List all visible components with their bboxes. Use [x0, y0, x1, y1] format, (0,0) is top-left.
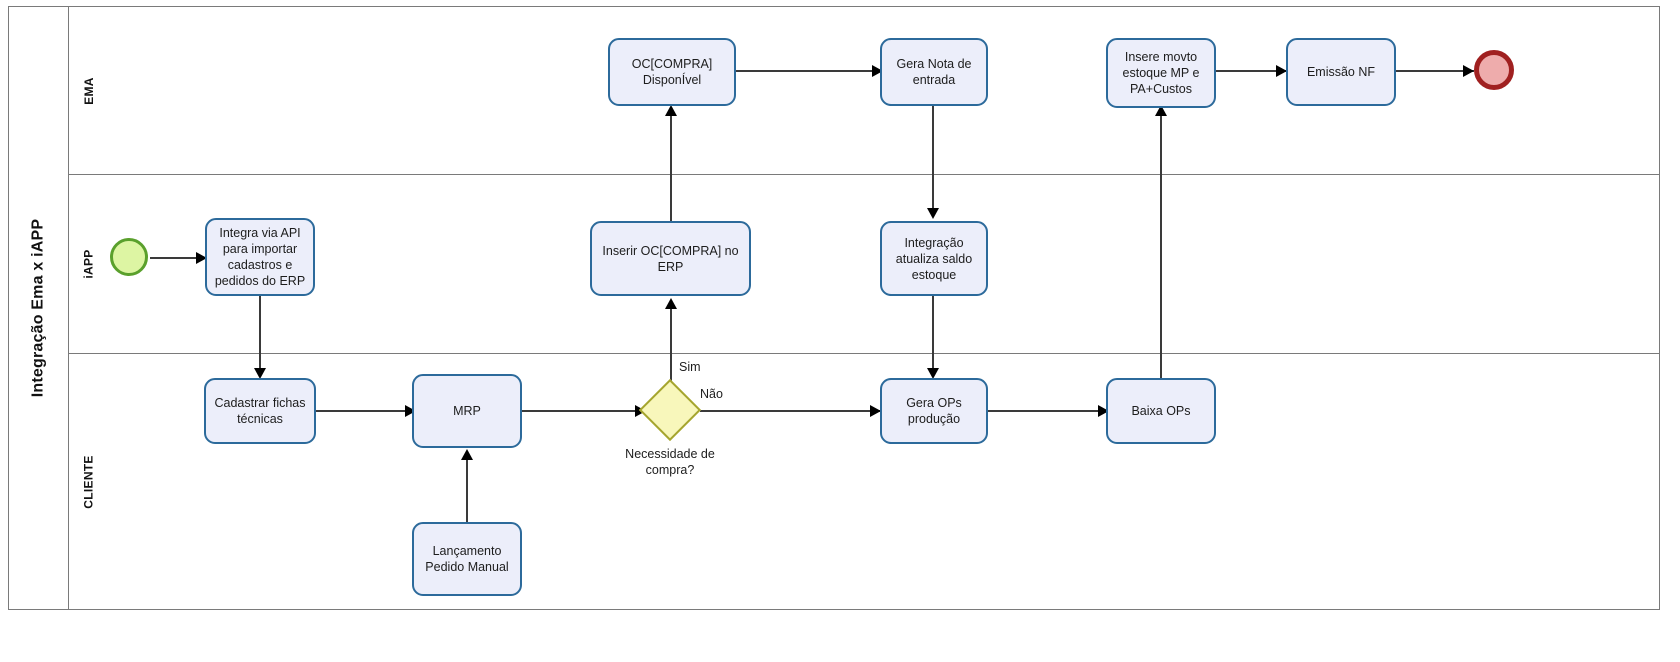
flow-label-nao: Não [700, 387, 723, 401]
flow-label-sim: Sim [679, 360, 701, 374]
flow-lancamento-to-mrp [466, 452, 468, 524]
task-emissao-nf[interactable]: Emissão NF [1286, 38, 1396, 106]
pool-integracao: Integração Ema x iAPP EMA iAPP CLIENTE [8, 6, 1660, 610]
task-mrp[interactable]: MRP [412, 374, 522, 448]
flow-inseremovto-to-emissaonf [1216, 70, 1286, 72]
lane-ema: EMA [69, 7, 1659, 174]
flow-start-to-integra [150, 257, 205, 259]
arrowhead-start-to-integra [196, 252, 207, 264]
flow-inserir-to-ocdisponivel [670, 108, 672, 221]
flow-emissaonf-to-end [1396, 70, 1474, 72]
arrowhead-integracao-to-geraops [927, 368, 939, 379]
arrowhead-inseremovto-to-emissaonf [1276, 65, 1287, 77]
lane-divider-iapp-cliente [69, 353, 1659, 354]
task-cadastrar-fichas-tecnicas[interactable]: Cadastrar fichas técnicas [204, 378, 316, 444]
arrowhead-integra-to-cadastrar [254, 368, 266, 379]
lane-cliente-label: CLIENTE [82, 455, 96, 509]
arrowhead-cadastrar-to-mrp [405, 405, 416, 417]
start-event[interactable] [110, 238, 148, 276]
task-gera-nota-entrada[interactable]: Gera Nota de entrada [880, 38, 988, 106]
arrowhead-geraops-to-baixaops [1098, 405, 1109, 417]
lane-iapp-label: iAPP [82, 248, 96, 279]
arrowhead-inserir-to-ocdisponivel [665, 105, 677, 116]
pool-title: Integração Ema x iAPP [29, 218, 47, 398]
flow-mrp-to-gateway [522, 410, 642, 412]
gateway-caption: Necessidade de compra? [625, 447, 715, 477]
end-event[interactable] [1474, 50, 1514, 90]
arrowhead-gateway-nao-to-geraops [870, 405, 881, 417]
task-insere-movto-estoque[interactable]: Insere movto estoque MP e PA+Custos [1106, 38, 1216, 108]
flow-geraops-to-baixaops [988, 410, 1108, 412]
flow-integra-to-cadastrar [259, 296, 261, 376]
arrowhead-geranota-to-integracao [927, 208, 939, 219]
task-oc-compra-disponivel[interactable]: OC[COMPRA] DisponÍvel [608, 38, 736, 106]
task-baixa-ops[interactable]: Baixa OPs [1106, 378, 1216, 444]
flow-integracao-to-geraops [932, 296, 934, 376]
lane-ema-band: EMA [69, 7, 109, 174]
task-integracao-atualiza-saldo[interactable]: Integração atualiza saldo estoque [880, 221, 988, 296]
flow-gateway-sim-to-inserir [670, 301, 672, 381]
task-lancamento-pedido-manual[interactable]: Lançamento Pedido Manual [412, 522, 522, 596]
flow-ocdisponivel-to-geranota [736, 70, 881, 72]
flow-gateway-nao-to-geraops [700, 410, 880, 412]
arrowhead-emissaonf-to-end [1463, 65, 1474, 77]
arrowhead-baixaops-to-inseremovto [1155, 105, 1167, 116]
pool-title-band: Integração Ema x iAPP [9, 7, 69, 609]
task-integra-via-api[interactable]: Integra via API para importar cadastros … [205, 218, 315, 296]
flow-cadastrar-to-mrp [315, 410, 415, 412]
arrowhead-ocdisponivel-to-geranota [872, 65, 883, 77]
lane-divider-ema-iapp [69, 174, 1659, 175]
task-inserir-oc-erp[interactable]: Inserir OC[COMPRA] no ERP [590, 221, 751, 296]
lane-ema-label: EMA [81, 76, 96, 105]
arrowhead-lancamento-to-mrp [461, 449, 473, 460]
flow-geranota-to-integracao [932, 106, 934, 216]
flow-baixaops-to-inseremovto [1160, 108, 1162, 380]
lane-cliente-band: CLIENTE [69, 353, 109, 611]
task-gera-ops-producao[interactable]: Gera OPs produção [880, 378, 988, 444]
lane-iapp-band: iAPP [69, 174, 109, 353]
arrowhead-gateway-sim-to-inserir [665, 298, 677, 309]
